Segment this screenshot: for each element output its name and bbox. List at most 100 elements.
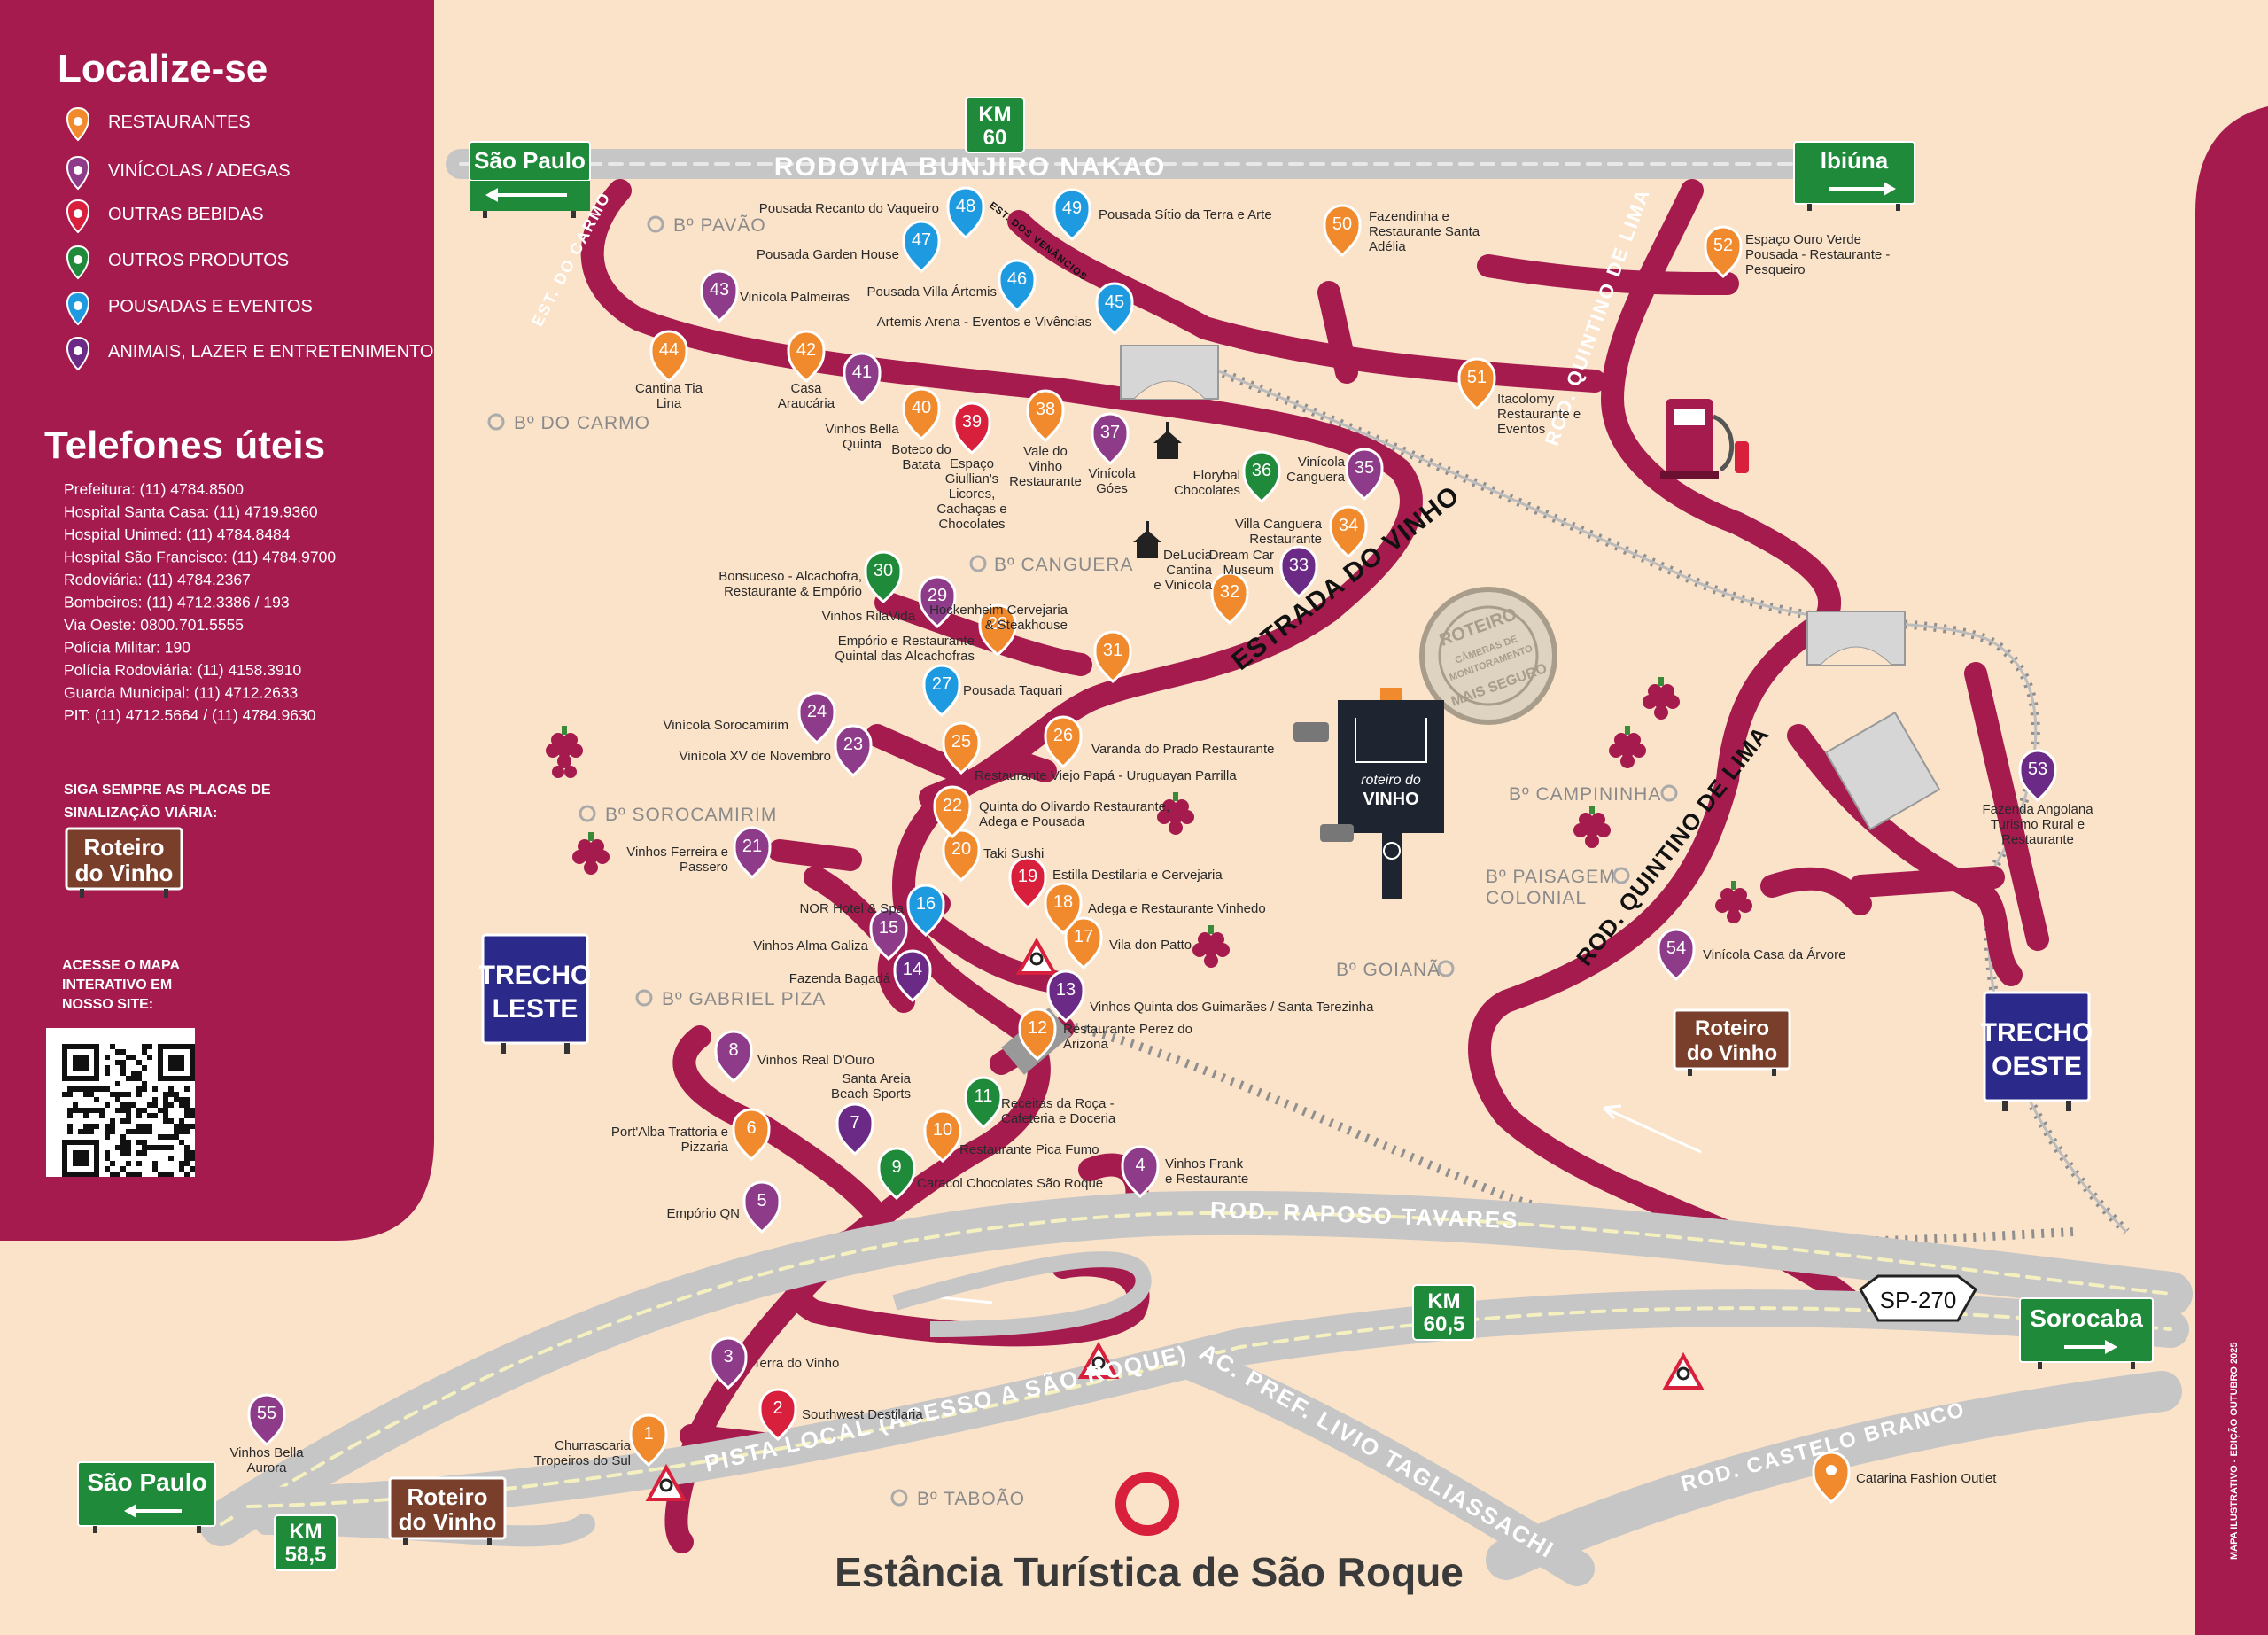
pin-label-line: Giullian's — [945, 471, 998, 487]
pin-marker-icon — [1242, 450, 1281, 504]
pin-marker-icon — [906, 884, 945, 938]
pin-marker-icon — [1457, 357, 1496, 411]
pin-marker-icon — [758, 1388, 797, 1442]
pin-number: 52 — [1713, 236, 1733, 255]
pin-dot — [1826, 1465, 1837, 1475]
pin-number: 37 — [1100, 423, 1120, 442]
phone-line: Hospital Unimed: (11) 4784.8484 — [64, 526, 291, 543]
pin-marker-icon — [733, 826, 772, 880]
pin-number: 49 — [1062, 199, 1082, 218]
pin-marker-icon — [946, 186, 985, 240]
pin-label: Vila don Patto — [1109, 938, 1192, 953]
pin-number: 42 — [796, 340, 816, 360]
pin-number: 34 — [1339, 516, 1358, 535]
sign-trecho-leste-2: LESTE — [493, 994, 579, 1024]
pin-number: 35 — [1355, 458, 1374, 478]
pin-label-line: Taki Sushi — [983, 846, 1044, 861]
qr-line2: INTERATIVO EM — [62, 977, 172, 993]
pin-label-line: Varanda do Prado Restaurante — [1091, 742, 1275, 757]
sign-roteiro-bottom-2: do Vinho — [399, 1508, 497, 1535]
pin-marker-icon — [1121, 1145, 1160, 1199]
sign-km605-a: KM — [1427, 1289, 1460, 1313]
sign-km60: KM 60 — [965, 97, 1025, 153]
map-pin[interactable]: Catarina Fashion Outlet — [1812, 1451, 1997, 1505]
pin-number: 55 — [257, 1404, 276, 1423]
pin-label: Terra do Vinho — [753, 1356, 839, 1371]
roundabout-signs — [645, 937, 1705, 1501]
pin-label-line: e Vinícola — [1153, 578, 1212, 593]
pin-number: 21 — [742, 837, 762, 856]
sign-ibiuna: Ibiúna — [1793, 141, 1915, 211]
pin-label-line: Quintal das Alcachofras — [835, 649, 975, 664]
pin-number: 5 — [757, 1191, 766, 1211]
pin-label: Vinícola Casa da Árvore — [1703, 947, 1845, 962]
pin-number: 23 — [843, 735, 863, 754]
sp270-label: SP-270 — [1880, 1287, 1957, 1313]
pin-label-line: Vale do — [1023, 444, 1068, 459]
pin-label: Adega e Restaurante Vinhedo — [1088, 901, 1266, 916]
pin-number: 50 — [1332, 214, 1352, 234]
pin-label: Hockenheim Cervejaria& Steakhouse — [929, 603, 1068, 633]
pin-marker-icon — [1052, 188, 1091, 242]
